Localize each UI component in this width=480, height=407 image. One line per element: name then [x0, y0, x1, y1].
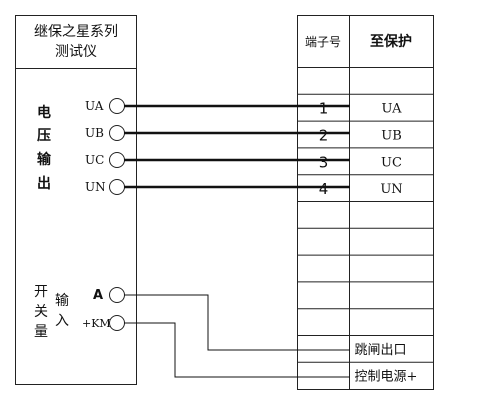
socket-un[interactable]	[109, 179, 125, 195]
socket-uc[interactable]	[109, 152, 125, 168]
terminal-target: 跳闸出口	[355, 343, 407, 358]
terminal-number: 2	[319, 127, 329, 145]
switch-label-char-2: 关	[34, 304, 48, 320]
switch-label-char-3: 量	[34, 324, 48, 340]
terminal-block-frame	[297, 15, 434, 390]
port-label-uc: UC	[85, 153, 104, 167]
tester-title-line1: 继保之星系列	[34, 24, 118, 40]
socket-ua[interactable]	[109, 98, 125, 114]
port-label-a: A	[93, 288, 103, 303]
socket-ub[interactable]	[109, 125, 125, 141]
switch-label-char-1: 开	[34, 284, 48, 300]
terminal-target: UA	[382, 102, 403, 117]
wire-control-power	[124, 322, 350, 378]
port-label-ub: UB	[85, 126, 104, 140]
terminal-number: 3	[319, 153, 329, 171]
header-to-protection: 至保护	[370, 33, 412, 50]
terminal-target: UB	[381, 129, 402, 144]
terminal-target: UC	[381, 155, 402, 170]
port-label-un: UN	[85, 180, 106, 194]
wire-trip-output	[124, 294, 350, 351]
voltage-output-char-4: 出	[37, 175, 51, 192]
terminal-number: 1	[319, 100, 329, 118]
wires	[124, 104, 350, 378]
voltage-output-char-2: 压	[37, 128, 51, 144]
terminal-target: UN	[380, 182, 402, 197]
port-label-km: +KM	[82, 317, 111, 330]
header-terminal-number: 端子号	[305, 35, 341, 49]
switch-input-char-1: 输	[55, 293, 69, 309]
port-label-ua: UA	[85, 99, 104, 113]
switch-input-char-2: 入	[55, 313, 69, 329]
voltage-output-char-3: 输	[37, 151, 52, 168]
tester-unit: 继保之星系列 测试仪 电 压 输 出 UA UB UC UN 开 关 量 输 入…	[15, 15, 137, 385]
socket-km[interactable]	[109, 315, 125, 331]
terminal-target: 控制电源+	[355, 370, 418, 385]
terminal-number: 4	[319, 180, 329, 198]
voltage-output-char-1: 电	[37, 104, 51, 121]
tester-title-line2: 测试仪	[55, 44, 97, 60]
socket-a[interactable]	[109, 287, 125, 303]
